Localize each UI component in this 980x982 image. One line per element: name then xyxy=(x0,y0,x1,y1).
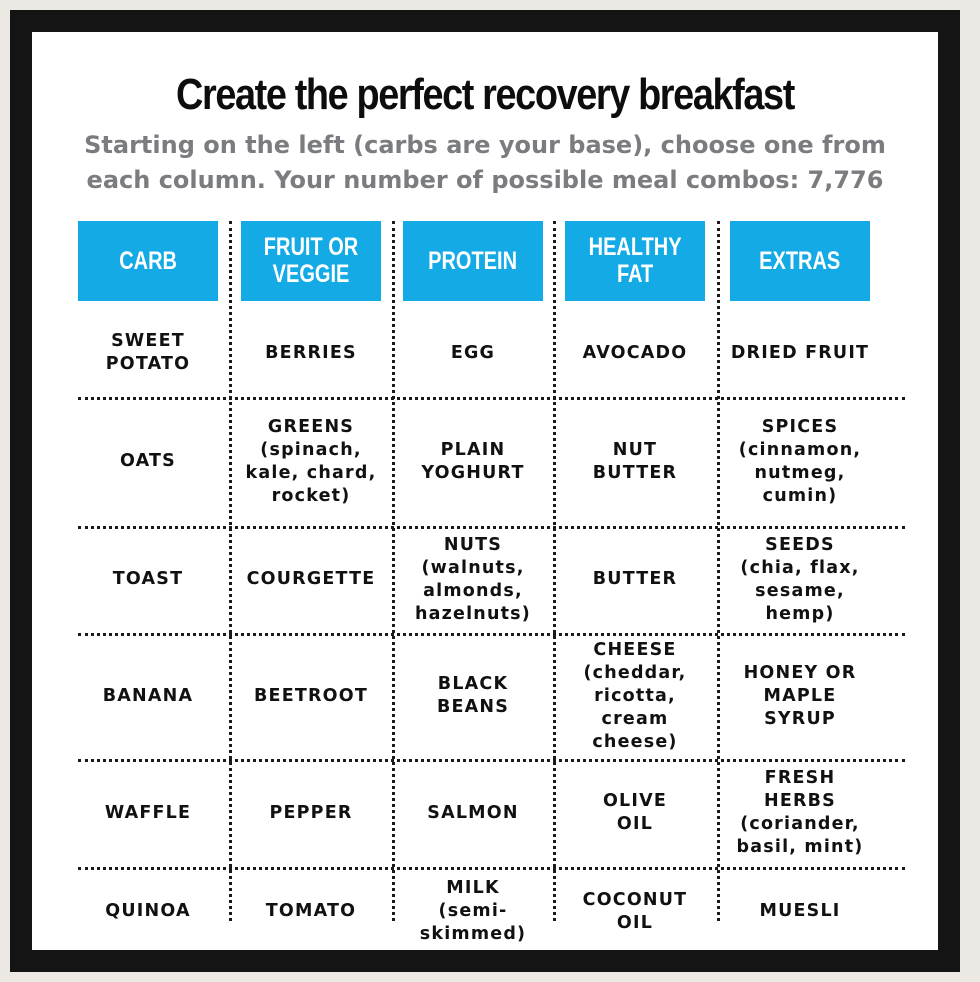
column-header-extras: EXTRAS xyxy=(730,221,870,301)
table-cell: OLIVE OIL xyxy=(602,791,668,834)
table-cell: FRESH HERBS (coriander, basil, mint) xyxy=(736,768,864,857)
table-cell: GREENS (spinach, kale, chard, rocket) xyxy=(245,416,377,506)
table-cell: TOAST xyxy=(112,569,184,589)
meal-grid: CARB FRUIT OR VEGGIE PROTEIN HEALTHY FAT… xyxy=(78,221,905,944)
table-cell: SWEET POTATO xyxy=(105,331,191,374)
table-cell: BERRIES xyxy=(265,342,357,363)
table-cell: COURGETTE xyxy=(246,569,376,589)
card-frame: Create the perfect recovery breakfast St… xyxy=(10,10,960,972)
row-divider xyxy=(78,867,905,870)
table-cell: MILK (semi- skimmed) xyxy=(419,878,527,944)
table-cell: WAFFLE xyxy=(104,802,192,823)
table-cell: QUINOA xyxy=(105,901,191,921)
table-cell: NUT BUTTER xyxy=(592,439,678,483)
table-cell: SEEDS (chia, flax, sesame, hemp) xyxy=(740,534,860,624)
table-cell: DRIED FRUIT xyxy=(730,342,870,363)
row-divider xyxy=(78,633,905,636)
table-cell: SALMON xyxy=(427,802,519,823)
table-cell: AVOCADO xyxy=(582,342,688,363)
column-header-healthy-fat: HEALTHY FAT xyxy=(565,221,705,301)
table-cell: SPICES (cinnamon, nutmeg, cumin) xyxy=(738,416,862,506)
column-header-carb: CARB xyxy=(78,221,218,301)
column-divider xyxy=(553,221,556,921)
column-divider xyxy=(717,221,720,921)
table-cell: PEPPER xyxy=(269,802,353,823)
table-cell: TOMATO xyxy=(265,901,357,921)
column-header-fruit-veggie: FRUIT OR VEGGIE xyxy=(241,221,381,301)
table-cell: BUTTER xyxy=(592,569,678,589)
table-cell: MUESLI xyxy=(759,901,841,921)
table-cell: COCONUT OIL xyxy=(582,889,688,933)
column-header-protein: PROTEIN xyxy=(403,221,543,301)
row-divider xyxy=(78,759,905,762)
subtitle: Starting on the left (carbs are your bas… xyxy=(84,131,886,194)
column-divider xyxy=(229,221,232,921)
table-cell: OATS xyxy=(120,451,176,471)
row-divider xyxy=(78,526,905,529)
table-cell: CHEESE (cheddar, ricotta, cream cheese) xyxy=(583,639,687,752)
page-title: Create the perfect recovery breakfast xyxy=(176,70,795,119)
table-cell: HONEY OR MAPLE SYRUP xyxy=(743,662,857,729)
table-cell: PLAIN YOGHURT xyxy=(421,439,525,483)
column-divider xyxy=(392,221,395,921)
table-cell: BEETROOT xyxy=(254,685,368,706)
breakfast-card: Create the perfect recovery breakfast St… xyxy=(32,32,938,950)
row-divider xyxy=(78,397,905,400)
table-cell: NUTS (walnuts, almonds, hazelnuts) xyxy=(414,534,532,624)
table-cell: BANANA xyxy=(102,685,194,706)
table-cell: EGG xyxy=(450,342,496,363)
table-cell: BLACK BEANS xyxy=(436,674,510,717)
